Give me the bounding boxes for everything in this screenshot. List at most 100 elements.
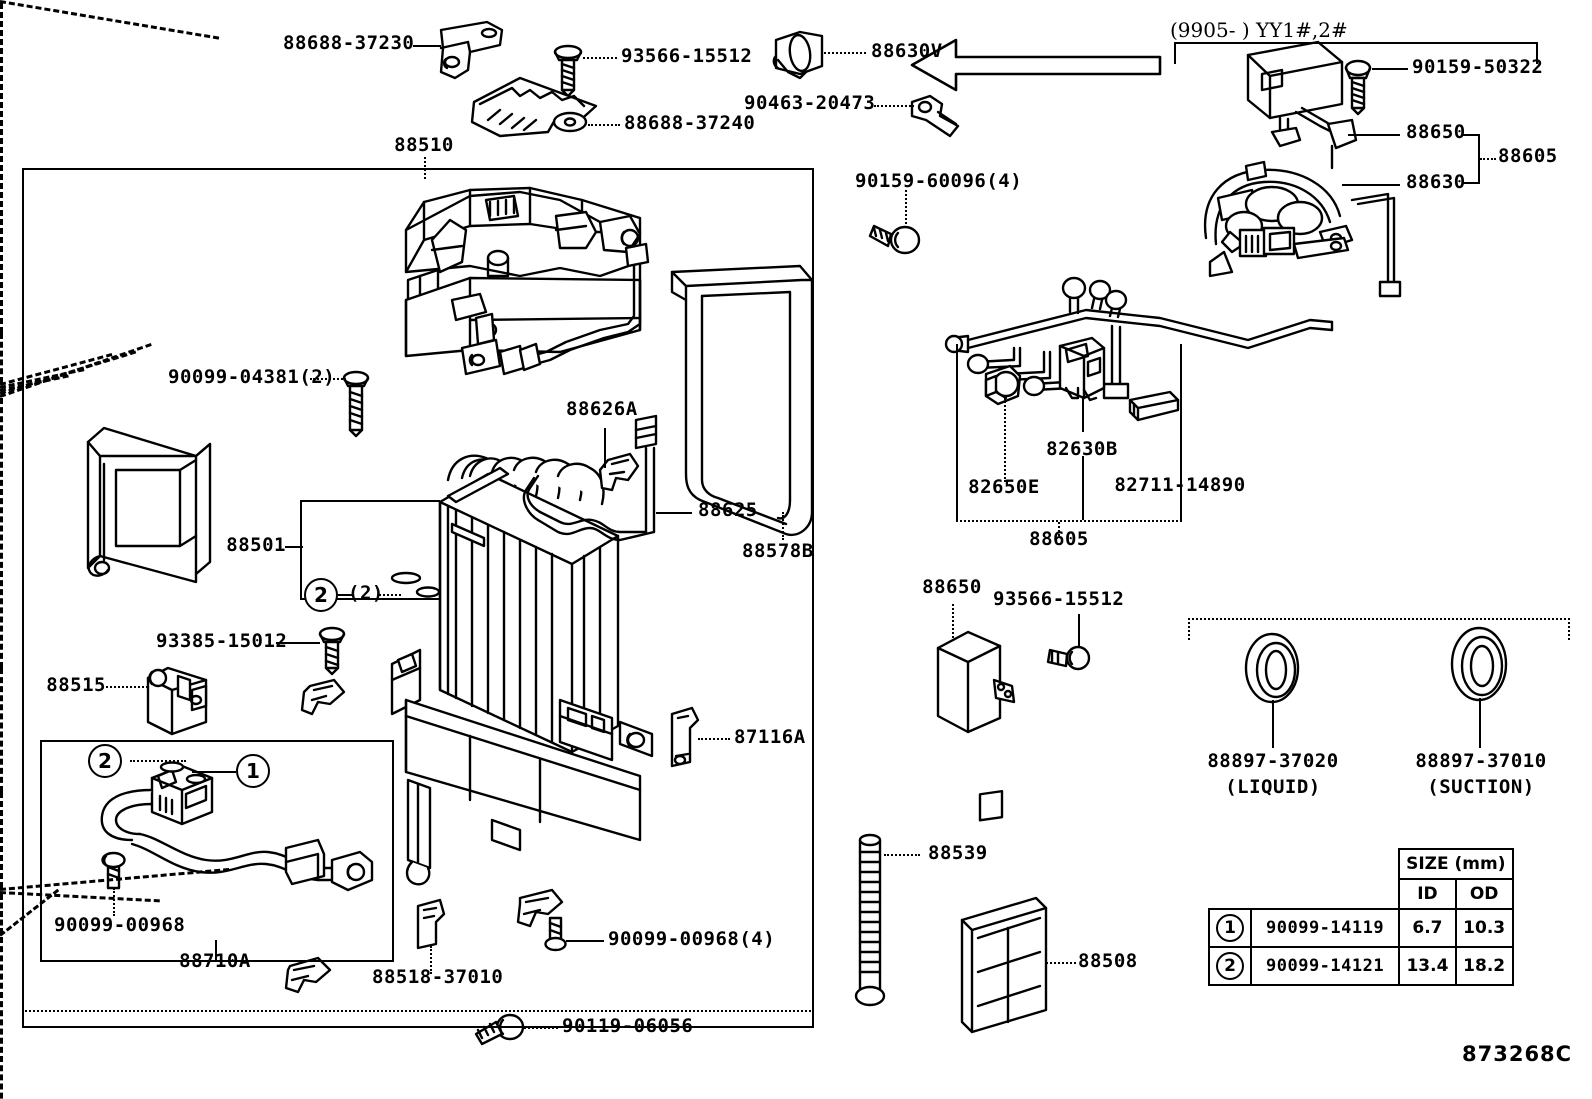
part-88508-art: [960, 789, 1048, 1034]
label-93566-15512-mid: 93566-15512: [993, 588, 1125, 610]
bracket-88605-top: [1462, 134, 1480, 184]
label-93385-15012: 93385-15012: [156, 630, 288, 652]
leader-88578B: [782, 512, 784, 540]
label-88688-37240: 88688-37240: [624, 112, 756, 134]
label-90159-60096: 90159-60096(4): [855, 170, 1023, 192]
size-table-header-row: SIZE (mm): [1209, 848, 1514, 880]
part-88510-housing-art: [404, 186, 650, 376]
label-82630B: 82630B: [1046, 438, 1118, 460]
size-table-id-value: 6.7: [1398, 908, 1457, 948]
size-table-id-value: 13.4: [1398, 946, 1457, 986]
label-88650-top-right: 88650: [1406, 121, 1466, 143]
index-marker-2-table: 2: [1216, 952, 1244, 980]
size-table-subheader-row: ID OD: [1209, 878, 1514, 910]
part-87116A-art: [670, 706, 700, 768]
size-table-header-size: SIZE (mm): [1398, 848, 1514, 880]
leader-90159-60096: [905, 190, 907, 228]
label-88539: 88539: [928, 842, 988, 864]
leader-88710A: [215, 940, 217, 962]
part-93566-15512-top-art: [553, 44, 583, 98]
label-82711-14890: 82711-14890: [1114, 474, 1246, 496]
size-table-part-number: 90099-14121: [1249, 946, 1401, 986]
label-88518-37010: 88518-37010: [372, 966, 504, 988]
size-table-od-value: 18.2: [1454, 946, 1514, 986]
label-88626A: 88626A: [566, 398, 638, 420]
direction-arrow-art: [910, 38, 1162, 92]
part-88539-art: [854, 833, 886, 1007]
label-88508: 88508: [1078, 950, 1138, 972]
label-90099-00968: 90099-00968: [54, 914, 186, 936]
part-88630V-art: [772, 30, 824, 80]
index-marker-1-table: 1: [1216, 914, 1244, 942]
guide-93566-15512-top: [0, 3, 3, 333]
label-88630-top-right: 88630: [1406, 171, 1466, 193]
size-table-part-number: 90099-14119: [1249, 908, 1401, 948]
part-88501-evaporator-art: [438, 454, 620, 754]
leader-88626A: [604, 428, 606, 468]
clip-small-art: [300, 678, 346, 716]
bracket-88605-harness: [956, 344, 1182, 522]
leader-88605-harness: [1058, 522, 1060, 536]
label-88605-top-right: 88605: [1498, 145, 1558, 167]
leader-82630B-lower: [1082, 456, 1084, 520]
leader-93385-15012: [276, 642, 320, 644]
label-88578B: 88578B: [742, 540, 814, 562]
group-box-88710A: [40, 740, 394, 962]
guide-90099-04381: [0, 333, 3, 383]
part-88710A-art: [100, 761, 374, 892]
oring-pair-88501-art: [390, 571, 441, 598]
label-87116A: 87116A: [734, 726, 806, 748]
label-88710A: 88710A: [179, 950, 251, 972]
size-table-row: 2 90099-14121 13.4 18.2: [1208, 946, 1514, 986]
part-seal-ring-art: [86, 426, 212, 584]
bracket-88501: [300, 500, 440, 600]
part-88515-case-art: [146, 666, 208, 736]
index-marker-2-inset: 2: [88, 744, 122, 778]
leader-88897-37010: [1479, 698, 1481, 748]
leader-88539: [884, 854, 920, 856]
part-88688-37240-art: [470, 76, 598, 138]
size-table-index-cell: 2: [1208, 946, 1252, 986]
leader-88625: [656, 512, 692, 514]
leader-88688-37240: [588, 124, 620, 126]
leader-index-1-inset: [192, 771, 236, 773]
clip-88710-lower-art: [284, 956, 332, 994]
label-90463-20473: 90463-20473: [744, 92, 876, 114]
label-88897-37020: 88897-37020: [1207, 750, 1339, 772]
applicability-bracket: [1174, 42, 1538, 64]
group-box-88510: [22, 168, 814, 1028]
label-88605-harness: 88605: [1029, 528, 1089, 550]
leader-88508: [1046, 962, 1076, 964]
leader-82650E: [1004, 398, 1006, 482]
label-93566-15512-top: 93566-15512: [621, 45, 753, 67]
leader-90099-04381: [310, 378, 346, 380]
leader-88650-top: [1348, 134, 1400, 136]
label-88897-37020-kind: (LIQUID): [1225, 776, 1321, 798]
leader-88650-mid: [952, 604, 954, 638]
label-88501: 88501: [226, 534, 286, 556]
divider-bottom: [22, 1010, 814, 1012]
leader-90119-06056: [524, 1027, 558, 1029]
part-88688-37230-art: [439, 20, 504, 80]
part-93566-15512-mid-art: [1046, 645, 1091, 671]
part-90159-50322-art: [1344, 59, 1372, 116]
leader-90463-20473: [874, 105, 914, 107]
leader-87116A: [698, 738, 730, 740]
part-88897-37020-art: [1244, 632, 1300, 704]
leader-88518-37010: [430, 946, 432, 974]
part-93385-15012-art: [318, 626, 346, 676]
applicability-note: (9905- ) YY1#,2#: [1170, 18, 1348, 42]
index-marker-1-inset: 1: [236, 754, 270, 788]
size-table-index-cell: 1: [1208, 908, 1252, 948]
leader-88630V: [824, 52, 866, 54]
part-88605-harness-art: [944, 276, 1334, 422]
label-88897-37010-kind: (SUCTION): [1427, 776, 1535, 798]
label-qty-2: (2): [348, 582, 384, 604]
leader-88515: [106, 686, 148, 688]
guide-88518: [0, 937, 3, 1099]
part-90099-00968-4-art: [516, 888, 567, 952]
part-88578B-seal-art: [670, 264, 814, 537]
leader-qty2-left: [338, 594, 352, 596]
